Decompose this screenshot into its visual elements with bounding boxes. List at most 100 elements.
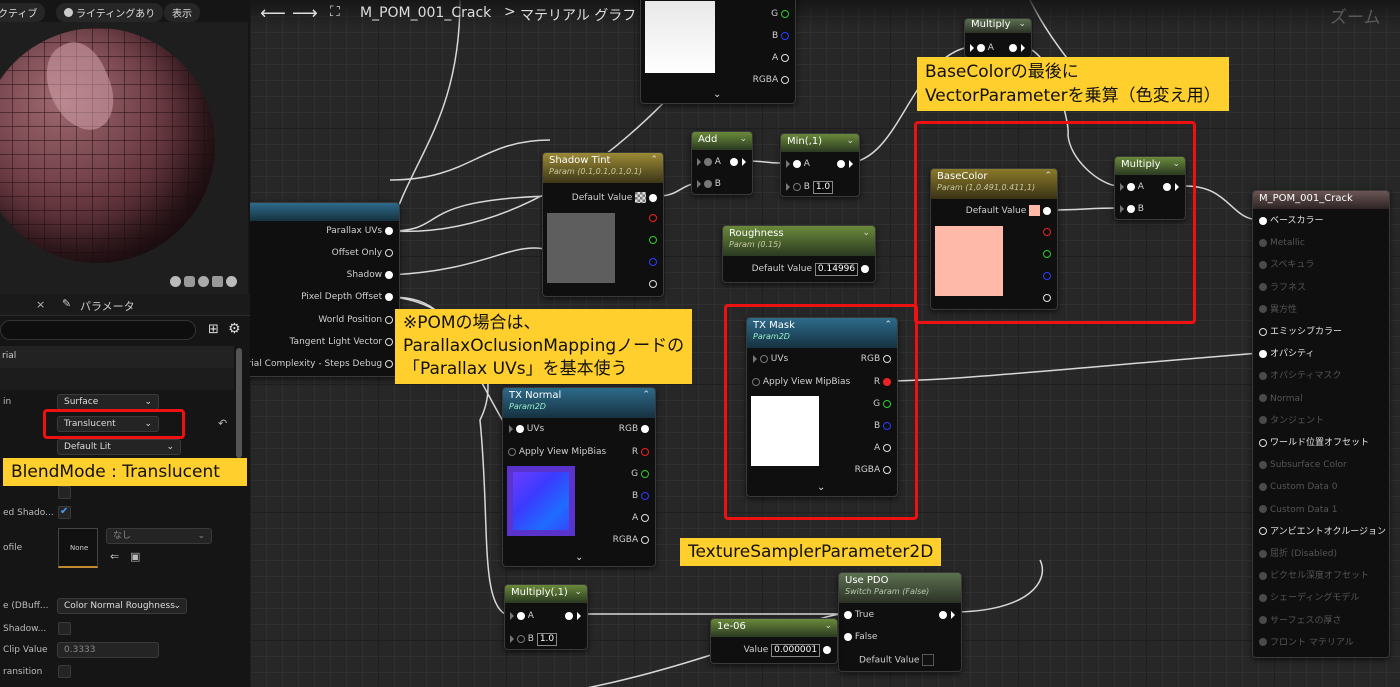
result-pin[interactable]: エミッシブカラー: [1259, 326, 1342, 338]
toolbar-realtime-button[interactable]: クティブ: [0, 3, 46, 22]
tx-mask-out-b[interactable]: B: [874, 420, 891, 432]
two-sided-checkbox[interactable]: [58, 486, 71, 499]
chevron-up-icon[interactable]: ⌃: [1044, 171, 1052, 181]
result-pin[interactable]: フロント マテリアル: [1259, 637, 1354, 649]
result-pin[interactable]: Custom Data 0: [1259, 481, 1337, 493]
blend-mode-select[interactable]: Translucent⌄: [57, 416, 159, 432]
min-pin-b[interactable]: B 1.0: [785, 181, 834, 194]
result-pin[interactable]: シェーディングモデル: [1259, 592, 1359, 604]
multiply-bc-output[interactable]: [1163, 181, 1179, 193]
pom-pin-offset-only[interactable]: Offset Only: [332, 247, 393, 259]
basecolor-swatch[interactable]: [1029, 205, 1041, 216]
dbuffer-select[interactable]: Color Normal Roughness⌄: [57, 598, 187, 614]
chevron-up-icon[interactable]: ⌃: [642, 390, 650, 400]
result-pin[interactable]: 屈折 (Disabled): [1259, 548, 1337, 560]
toolbar-show-button[interactable]: 表示: [164, 3, 200, 22]
pom-pin-complexity-debug[interactable]: erial Complexity - Steps Debug: [250, 358, 393, 370]
plane-shape-icon[interactable]: [198, 276, 209, 287]
min-output[interactable]: [837, 158, 853, 170]
multiply-top-output[interactable]: [1009, 42, 1025, 54]
chevron-down-icon[interactable]: ⌄: [739, 134, 747, 144]
use-pdo-pin-true[interactable]: True: [844, 609, 874, 621]
forward-arrow-icon[interactable]: ⟶: [292, 3, 318, 24]
section-header[interactable]: rial: [0, 346, 234, 368]
basecolor-out-r[interactable]: [1043, 227, 1051, 238]
texture-top-pin-g[interactable]: G: [771, 8, 789, 20]
tx-mask-pin-uvs[interactable]: UVs: [752, 353, 788, 365]
expand-chevron-icon[interactable]: ⌄: [575, 552, 584, 563]
result-pin[interactable]: ラフネス: [1259, 282, 1306, 294]
tx-normal-pin-uvs[interactable]: UVs: [508, 423, 544, 435]
profile-thumbnail[interactable]: None: [58, 528, 98, 568]
preview-shape-icons[interactable]: [170, 276, 242, 288]
use-pdo-pin-false[interactable]: False: [844, 631, 877, 643]
result-pin[interactable]: ベースカラー: [1259, 215, 1324, 227]
cube-shape-icon[interactable]: [212, 276, 223, 287]
tx-mask-out-rgba[interactable]: RGBA: [855, 464, 891, 476]
multiply-bottom-pin-a[interactable]: A: [509, 610, 534, 622]
roughness-default-value[interactable]: Default Value 0.14996: [752, 263, 869, 276]
tx-normal-out-b[interactable]: B: [632, 490, 649, 502]
shadow-tint-out-g[interactable]: [649, 235, 657, 246]
pom-node[interactable]: Parallax UVs Offset Only Shadow Pixel De…: [250, 202, 400, 377]
basecolor-out-b[interactable]: [1043, 271, 1051, 282]
tx-mask-pin-mip[interactable]: Apply View MipBias: [752, 376, 850, 388]
texture-top-pin-a[interactable]: A: [772, 52, 789, 64]
min-node[interactable]: Min(,1)⌄ A B 1.0: [780, 133, 860, 197]
chevron-down-icon[interactable]: ⌄: [824, 621, 832, 631]
checker-swatch[interactable]: [635, 192, 647, 203]
multiply-bc-pin-b[interactable]: B: [1119, 203, 1144, 215]
material-domain-select[interactable]: Surface⌄: [57, 394, 159, 410]
use-pdo-default-value[interactable]: Default Value: [859, 654, 935, 666]
add-node[interactable]: Add⌄ A B: [691, 131, 753, 195]
teapot-shape-icon[interactable]: [226, 276, 237, 287]
params-tab[interactable]: パラメータ: [80, 300, 135, 313]
chevron-up-icon[interactable]: ⌃: [884, 320, 892, 330]
texture-top-node[interactable]: G B A RGBA ⌄: [640, 0, 796, 104]
material-graph-canvas[interactable]: ⟵ ⟶ ⛶ M_POM_001_Crack > マテリアル グラフ ズーム Pa…: [250, 0, 1400, 687]
const-value-input[interactable]: 0.000001: [771, 644, 821, 657]
min-b-value[interactable]: 1.0: [812, 181, 834, 194]
result-pin[interactable]: オパシティマスク: [1259, 370, 1341, 382]
basecolor-out-a[interactable]: [1043, 293, 1051, 304]
toolbar-lit-button[interactable]: ライティングあり: [56, 3, 164, 22]
tx-mask-out-a[interactable]: A: [874, 442, 891, 454]
basecolor-default-value[interactable]: Default Value: [966, 205, 1051, 217]
texture-top-pin-rgba[interactable]: RGBA: [753, 74, 789, 86]
result-pin[interactable]: ワールド位置オフセット: [1259, 437, 1369, 449]
details-tab-close[interactable]: ×: [36, 298, 46, 311]
use-pdo-checkbox[interactable]: [922, 654, 935, 666]
multiply-bottom-b-value[interactable]: 1.0: [536, 633, 558, 646]
result-pin[interactable]: タンジェント: [1259, 415, 1324, 427]
tx-mask-out-rgb[interactable]: RGB: [861, 353, 891, 365]
tx-normal-out-r[interactable]: R: [632, 446, 649, 458]
result-pin[interactable]: Normal: [1259, 393, 1303, 405]
use-pdo-output[interactable]: [939, 609, 955, 621]
shadow-tint-out-r[interactable]: [649, 213, 657, 224]
multiply-basecolor-node[interactable]: Multiply⌄ A B: [1114, 156, 1186, 220]
result-pin[interactable]: Subsurface Color: [1259, 459, 1347, 471]
cylinder-shape-icon[interactable]: [184, 276, 195, 287]
const-node[interactable]: 1e-06⌄ Value 0.000001: [710, 618, 838, 664]
chevron-down-icon[interactable]: ⌄: [1172, 159, 1180, 169]
min-pin-a[interactable]: A: [785, 158, 810, 170]
add-pin-a[interactable]: A: [696, 156, 721, 168]
tx-normal-pin-mip[interactable]: Apply View MipBias: [508, 446, 606, 458]
result-pin[interactable]: ピクセル深度オフセット: [1259, 570, 1369, 582]
multiply-top-node[interactable]: Multiply⌄ A: [964, 18, 1032, 58]
const-value[interactable]: Value 0.000001: [744, 644, 831, 657]
result-pin[interactable]: スペキュラ: [1259, 259, 1314, 271]
clip-value-input[interactable]: 0.3333: [57, 642, 159, 658]
add-output[interactable]: [730, 156, 746, 168]
result-pin[interactable]: アンビエントオクルージョン: [1259, 526, 1386, 538]
expand-chevron-icon[interactable]: ⌄: [817, 482, 826, 493]
basecolor-out-g[interactable]: [1043, 249, 1051, 260]
back-arrow-icon[interactable]: ⟵: [260, 3, 286, 24]
texture-top-pin-b[interactable]: B: [772, 30, 789, 42]
